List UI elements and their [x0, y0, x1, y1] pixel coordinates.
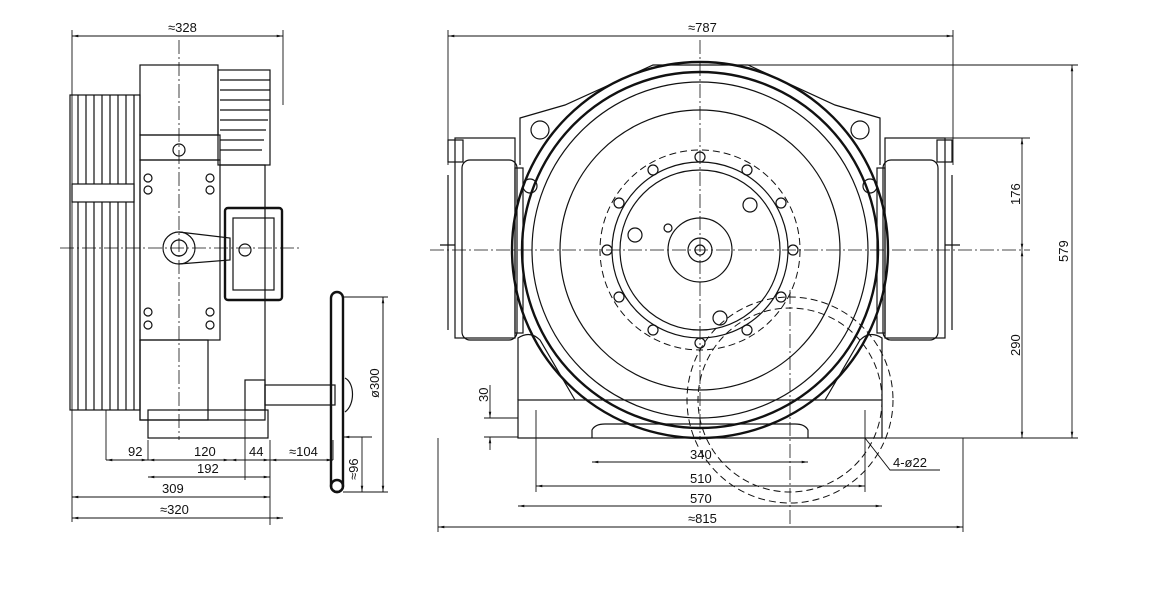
brake-left [440, 137, 538, 341]
dim-104: ≈104 [289, 444, 318, 459]
dim-176: 176 [1008, 183, 1023, 205]
dim-192: 192 [197, 461, 219, 476]
dim-92: 92 [128, 444, 142, 459]
dim-309: 309 [162, 481, 184, 496]
handwheel [329, 290, 345, 494]
traction-sheave [69, 94, 141, 411]
side-view: ≈328 92 120 44 ≈104 192 309 ≈320 ø300 ≈9… [60, 20, 388, 525]
side-dimensions [71, 30, 388, 525]
dim-579: 579 [1056, 240, 1071, 262]
dim-570: 570 [690, 491, 712, 506]
dim-120: 120 [194, 444, 216, 459]
dim-30: 30 [476, 388, 491, 402]
dim-44: 44 [249, 444, 263, 459]
dim-340: 340 [690, 447, 712, 462]
dim-96: ≈96 [346, 458, 361, 480]
dim-front-overall-width: ≈787 [688, 20, 717, 35]
dim-815: ≈815 [688, 511, 717, 526]
dim-510: 510 [690, 471, 712, 486]
dim-handwheel-diameter: ø300 [367, 368, 382, 398]
dim-290: 290 [1008, 334, 1023, 356]
motor-body [139, 64, 354, 439]
front-view: ≈787 176 579 290 30 340 510 570 ≈815 4-ø… [430, 20, 1078, 532]
brake-right [862, 137, 960, 341]
dim-320: ≈320 [160, 502, 189, 517]
dim-side-overall-width: ≈328 [168, 20, 197, 35]
front-dimensions [437, 30, 1078, 532]
dim-mounting-holes: 4-ø22 [893, 455, 927, 470]
